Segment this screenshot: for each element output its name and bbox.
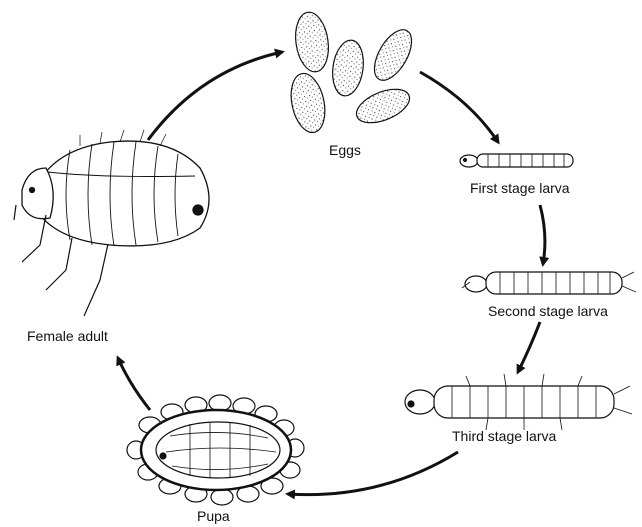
arrow-adult-to-eggs	[148, 52, 282, 140]
eggs-illustration	[286, 10, 419, 136]
label-second-stage-larva: Second stage larva	[488, 303, 608, 319]
arrow-larva2-to-larva3	[518, 322, 540, 372]
arrow-eggs-to-larva1	[420, 72, 498, 142]
arrow-pupa-to-adult	[118, 358, 150, 410]
arrow-larva1-to-larva2	[540, 205, 545, 264]
third-stage-larva-illustration	[405, 374, 632, 430]
label-female-adult: Female adult	[27, 328, 108, 344]
pupa-illustration	[127, 395, 304, 505]
arrow-larva3-to-pupa	[288, 452, 458, 495]
second-stage-larva-illustration	[462, 272, 636, 294]
label-first-stage-larva: First stage larva	[470, 180, 570, 196]
label-eggs: Eggs	[329, 142, 361, 158]
first-stage-larva-illustration	[460, 154, 573, 167]
label-third-stage-larva: Third stage larva	[452, 428, 556, 444]
female-adult-flea-illustration	[14, 130, 209, 316]
label-pupa: Pupa	[197, 508, 230, 524]
